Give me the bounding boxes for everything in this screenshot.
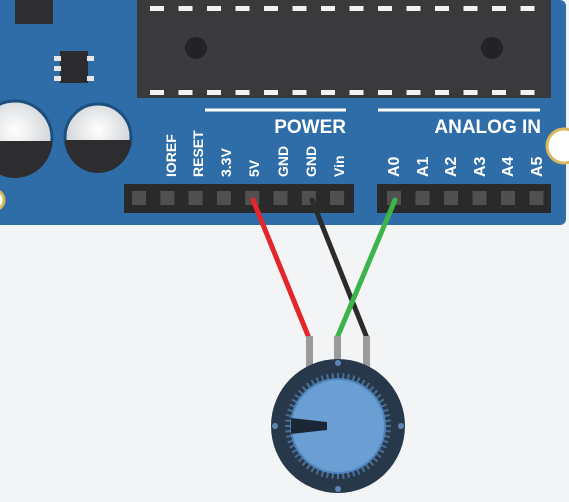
pin-label-a5: A5: [529, 156, 546, 177]
potentiometer-pointer: [291, 418, 327, 434]
chip-pin: [520, 6, 535, 11]
a0-wire[interactable]: [334, 197, 398, 341]
chip-pin: [378, 90, 392, 95]
header-socket[interactable]: [444, 191, 458, 205]
power-section-label: POWER: [274, 117, 346, 138]
pin-label-gnd-1: GND: [275, 146, 291, 177]
chip-pin: [292, 90, 307, 95]
pin-label-vin: Vin: [331, 155, 347, 177]
knob-ridge: [341, 373, 345, 380]
knob-ridge: [306, 463, 312, 470]
chip-pin: [321, 6, 335, 11]
capacitor-right: [63, 102, 133, 173]
knob-ridge: [384, 429, 391, 433]
knob-ridge: [364, 382, 370, 389]
pin-label-reset: RESET: [190, 130, 206, 177]
chip-pin: [492, 6, 506, 11]
header-socket[interactable]: [188, 191, 203, 205]
mounting-hole-right: [545, 127, 569, 165]
chip-pin: [406, 6, 421, 11]
knob-ridge: [331, 472, 335, 479]
chip-pin: [207, 90, 221, 95]
chip-pins: [150, 6, 535, 95]
arduino-board: POWER ANALOG IN IOREF RESET 3.3V 5V GND …: [0, 0, 569, 225]
chip-pin: [264, 6, 278, 11]
knob-ridge: [364, 463, 370, 470]
chip-pin: [435, 90, 449, 95]
chip-pin: [349, 6, 364, 11]
knob-ridge: [285, 429, 292, 433]
chip-pin: [378, 6, 392, 11]
header-socket[interactable]: [132, 191, 146, 205]
knob-ridge: [294, 394, 301, 400]
chip-pin: [150, 6, 164, 11]
voltage-regulator: [54, 51, 94, 83]
5v-wire[interactable]: [250, 197, 312, 341]
chip-pin: [150, 90, 164, 95]
pin-label-a3: A3: [472, 156, 489, 177]
header-block-top-left: [15, 0, 53, 24]
header-socket[interactable]: [160, 191, 175, 205]
chip-pin: [235, 6, 250, 11]
header-socket[interactable]: [216, 191, 231, 205]
pin-label-gnd-2: GND: [303, 146, 319, 177]
chip-pin: [492, 90, 506, 95]
knob-ridge: [294, 452, 301, 458]
chip-pin: [520, 90, 535, 95]
header-socket[interactable]: [273, 191, 288, 205]
potentiometer-icon[interactable]: [271, 336, 405, 493]
analog-header: [377, 184, 551, 213]
microcontroller-chip: [137, 0, 551, 98]
analog-pin-labels: A0 A1 A2 A3 A4 A5: [386, 156, 546, 177]
chip-pin: [321, 90, 335, 95]
knob-ridge: [341, 472, 345, 479]
pin-label-a0: A0: [386, 156, 403, 177]
knob-ridge: [384, 419, 391, 423]
power-pin-labels: IOREF RESET 3.3V 5V GND GND Vin: [163, 130, 347, 177]
header-socket[interactable]: [472, 191, 487, 205]
chip-pin: [235, 90, 250, 95]
header-socket[interactable]: [415, 191, 430, 205]
chip-pin: [406, 90, 421, 95]
knob-ridge: [285, 419, 292, 423]
gnd-wire[interactable]: [309, 197, 370, 341]
potentiometer-leads: [306, 336, 370, 368]
header-socket[interactable]: [330, 191, 345, 205]
knob-ridge: [375, 452, 382, 458]
chip-pin: [292, 6, 307, 11]
chip-pin: [264, 90, 278, 95]
chip-pin: [178, 6, 193, 11]
chip-pin: [349, 90, 364, 95]
header-socket[interactable]: [529, 191, 544, 205]
knob-ridge: [306, 382, 312, 389]
pin-label-a4: A4: [500, 156, 517, 177]
knob-ridge: [331, 373, 335, 380]
capacitor-left: [0, 99, 54, 178]
pin-label-a1: A1: [415, 156, 432, 177]
chip-pin: [207, 6, 221, 11]
chip-pin: [178, 90, 193, 95]
mounting-hole-left: [0, 190, 6, 210]
analog-section-label: ANALOG IN: [434, 117, 541, 138]
power-header: [124, 184, 354, 213]
pin-label-3v3: 3.3V: [218, 148, 234, 177]
pin-label-5v: 5V: [246, 159, 262, 177]
chip-pin: [463, 6, 478, 11]
wires: [250, 197, 398, 341]
chip-pin: [435, 6, 449, 11]
chip-pin: [463, 90, 478, 95]
pin-label-a2: A2: [443, 156, 460, 177]
header-socket[interactable]: [501, 191, 515, 205]
knob-ridge: [375, 394, 382, 400]
pin-label-ioref: IOREF: [163, 134, 179, 177]
